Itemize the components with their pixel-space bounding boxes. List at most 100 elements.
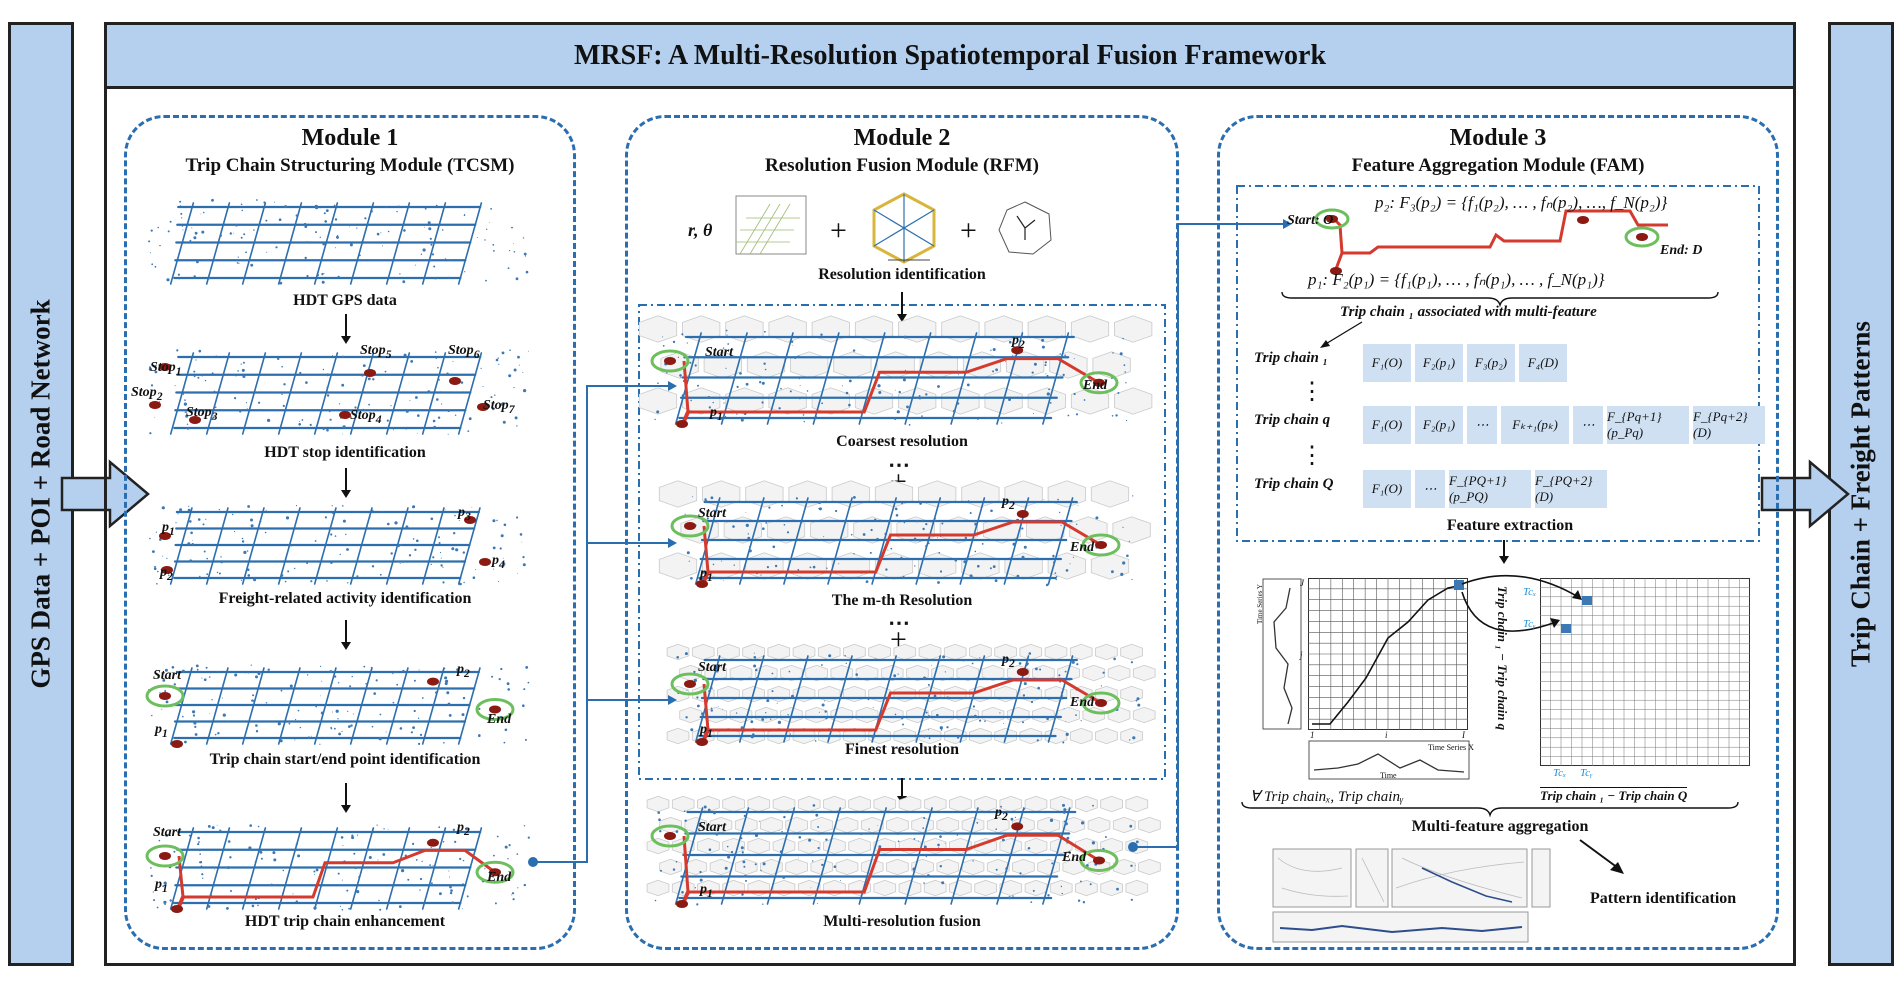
start-label: Start xyxy=(705,345,734,360)
heptagon-icon xyxy=(998,201,1052,255)
time-series-y-panel xyxy=(1262,578,1302,730)
end-d-label: End: D xyxy=(1660,243,1703,258)
equation-p2: p₂: F₃(p₂) = {f₁(p₂), … , fₙ(p₂), …, f_N… xyxy=(1375,193,1668,212)
plus-sign: + xyxy=(830,214,847,247)
step-finest-resolution: Finest resolution xyxy=(845,741,959,758)
step-trip-chain-enhancement: HDT trip chain enhancement xyxy=(244,913,446,930)
module-1 xyxy=(124,115,576,950)
dtw-grid xyxy=(1308,578,1468,730)
point-p4-label: p4 xyxy=(492,553,505,571)
down-arrow-icon xyxy=(341,314,351,344)
map-freight-activity xyxy=(149,505,526,586)
axis-big-j: J xyxy=(1300,578,1304,588)
feature-cell: ⋯ xyxy=(1467,406,1497,444)
module-1-heading: Module 1 xyxy=(301,125,399,151)
step-resolution-identification: Resolution identification xyxy=(818,266,986,283)
point-p1-label: p1 xyxy=(700,566,713,584)
framework-title: MRSF: A Multi-Resolution Spatiotemporal … xyxy=(104,22,1796,89)
plus-sign: + xyxy=(960,214,977,247)
axis-j: j xyxy=(1300,650,1303,660)
point-p2-label: p2 xyxy=(160,565,173,583)
brace xyxy=(1281,291,1719,308)
row-trip-chain-1-label: Trip chain ₁ xyxy=(1254,350,1328,366)
module-1-subheading: Trip Chain Structuring Module (TCSM) xyxy=(185,155,515,176)
point-p1-label: p1 xyxy=(162,520,175,538)
time-label: Time xyxy=(1380,771,1397,780)
point-p3-label: p3 xyxy=(458,505,471,523)
feature-extraction-box xyxy=(1236,185,1760,542)
map-stop-identification xyxy=(148,349,529,435)
point-p1-label: p1 xyxy=(155,722,168,740)
pattern-identification-label: Pattern identification xyxy=(1590,890,1737,907)
row-trip-chain-q-label: Trip chain q xyxy=(1254,412,1331,428)
stop-3-label: Stop3 xyxy=(186,405,218,423)
map-finest-resolution xyxy=(666,643,1156,746)
step-hdt-gps-data: HDT GPS data xyxy=(293,292,397,309)
rotated-trip-chain-label: Trip chain ₁ − Trip chain q xyxy=(1495,585,1511,731)
point-p2-label: p2 xyxy=(995,805,1008,823)
vertical-dots: ⋮ xyxy=(1300,379,1324,405)
bottom-brace xyxy=(1241,801,1739,818)
vertical-dots: ⋮ xyxy=(1300,443,1324,469)
time-series-y-label: Time Series Y xyxy=(1255,584,1264,624)
map-gps-data xyxy=(148,198,529,285)
point-p2-label: p2 xyxy=(457,820,470,838)
point-p2-label: p2 xyxy=(457,662,470,680)
start-label: Start xyxy=(698,506,727,521)
feature-cell: F₂(p₁) xyxy=(1415,344,1463,382)
module-3-heading: Module 3 xyxy=(1449,125,1547,151)
equation-p1: p₁: F₂(p₁) = {f₁(p₁), … , fₙ(p₁), … , f_… xyxy=(1308,270,1605,289)
feature-cell: F_{PQ+1}(p_PQ) xyxy=(1449,470,1531,508)
module-2-heading: Module 2 xyxy=(853,125,951,151)
start-label: Start xyxy=(698,660,727,675)
down-arrow-icon xyxy=(341,783,351,813)
feature-cell: F₂(p₁) xyxy=(1415,406,1463,444)
module-3 xyxy=(1217,115,1779,950)
tc-x-axis: Tcₓ xyxy=(1553,767,1567,779)
map-trip-chain-enhancement xyxy=(145,824,530,913)
point-p2-label: p2 xyxy=(1002,652,1015,670)
down-arrow-icon xyxy=(1499,540,1509,564)
trip-chain-sketch xyxy=(1314,208,1668,275)
down-arrow-icon xyxy=(897,292,907,322)
point-p1-label: p1 xyxy=(700,882,713,900)
step-coarsest-resolution: Coarsest resolution xyxy=(836,433,968,450)
tc-y-label: Tcᵧ xyxy=(1523,618,1536,630)
trip-chain-association: Trip chain ₁ associated with multi-featu… xyxy=(1340,304,1597,320)
hexagon-icon xyxy=(872,192,936,264)
feature-cell: F_{Pq+2}(D) xyxy=(1693,406,1765,444)
step-freight-activity: Freight-related activity identification xyxy=(218,590,472,607)
map-coarsest-resolution xyxy=(638,315,1153,428)
point-p1-label: p1 xyxy=(700,722,713,740)
step-m-th-resolution: The m-th Resolution xyxy=(831,592,973,609)
end-label: End xyxy=(1083,378,1108,393)
stop-2-label: Stop2 xyxy=(131,385,163,403)
pointer-arrow-icon xyxy=(1320,321,1363,348)
map-m-th-resolution xyxy=(658,480,1151,588)
time-series-x-label: Time Series X xyxy=(1428,743,1474,752)
start-label: Start xyxy=(153,825,182,840)
output-arrow-icon xyxy=(1760,459,1850,529)
point-p2-label: p2 xyxy=(1012,333,1025,351)
step-multi-resolution-fusion: Multi-resolution fusion xyxy=(823,913,981,930)
module-2-subheading: Resolution Fusion Module (RFM) xyxy=(765,155,1039,176)
step-start-end-identification: Trip chain start/end point identificatio… xyxy=(209,751,481,768)
map-multi-resolution-fusion xyxy=(646,795,1161,908)
row-trip-chain-Q-label: Trip chain Q xyxy=(1254,476,1334,492)
axis-big-i: I xyxy=(1462,730,1465,740)
feature-cell: Fₖ₊₁(pₖ) xyxy=(1501,406,1569,444)
time-series-x-panel xyxy=(1308,740,1470,780)
start-label: Start xyxy=(698,820,727,835)
feature-cell: F₁(O) xyxy=(1363,470,1411,508)
down-arrow-icon xyxy=(341,620,351,650)
stop-5-label: Stop5 xyxy=(360,343,392,361)
pattern-arrow-icon xyxy=(1579,839,1624,874)
stop-1-label: Stop1 xyxy=(150,360,182,378)
axis-i: i xyxy=(1385,730,1388,740)
end-label: End xyxy=(487,870,512,885)
grid-cube-icon xyxy=(735,195,807,255)
stop-4-label: Stop4 xyxy=(350,408,382,426)
end-label: End xyxy=(1070,695,1095,710)
similarity-matrix xyxy=(1540,578,1750,766)
